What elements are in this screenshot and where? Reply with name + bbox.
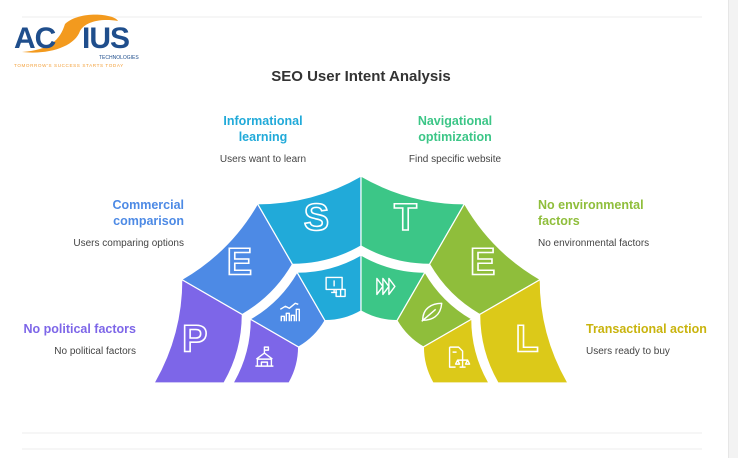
segment-outer-5 bbox=[479, 278, 570, 384]
scrollbar[interactable] bbox=[728, 0, 738, 458]
svg-text:IUS: IUS bbox=[82, 22, 129, 55]
monitor-book-icon bbox=[325, 276, 346, 298]
chart-growth-icon bbox=[279, 302, 300, 322]
heading-political: No political factors bbox=[23, 322, 136, 336]
leaf-icon bbox=[421, 302, 443, 322]
subtitle-commercial: Users comparing options bbox=[73, 238, 184, 249]
heading-transactional: Transactional action bbox=[586, 322, 707, 336]
segment-letter: L bbox=[516, 318, 539, 360]
government-building-icon bbox=[255, 346, 274, 367]
segment-inner-5 bbox=[422, 317, 491, 384]
divider bbox=[22, 432, 702, 434]
svg-text:AC: AC bbox=[14, 22, 56, 55]
svg-text:TECHNOLOGIES: TECHNOLOGIES bbox=[99, 55, 139, 61]
svg-text:TOMORROW'S SUCCESS STARTS TODA: TOMORROW'S SUCCESS STARTS TODAY bbox=[14, 63, 124, 68]
divider bbox=[22, 16, 702, 18]
page-title: SEO User Intent Analysis bbox=[271, 68, 451, 85]
subtitle-transactional: Users ready to buy bbox=[586, 346, 670, 357]
heading-informational: Informational learning bbox=[223, 114, 303, 144]
divider bbox=[22, 448, 702, 450]
segment-letter: P bbox=[182, 318, 207, 360]
segment-letter: T bbox=[394, 197, 417, 239]
subtitle-political: No political factors bbox=[54, 346, 136, 357]
segment-letter: S bbox=[304, 197, 329, 239]
subtitle-navigational: Find specific website bbox=[408, 154, 502, 165]
heading-environmental: No environmental factors bbox=[538, 198, 644, 228]
segment-letter: E bbox=[227, 241, 252, 283]
subtitle-environmental: No environmental factors bbox=[538, 238, 650, 249]
subtitle-informational: Users want to learn bbox=[219, 154, 307, 165]
fast-forward-icon bbox=[376, 277, 396, 296]
heading-commercial: Commercial comparison bbox=[112, 198, 184, 228]
company-logo: AC IUS TECHNOLOGIES TOMORROW'S SUCCESS S… bbox=[10, 10, 150, 73]
segment-letter: E bbox=[470, 241, 495, 283]
legal-document-icon bbox=[448, 346, 471, 368]
heading-navigational: Navigational optimization bbox=[417, 114, 493, 144]
